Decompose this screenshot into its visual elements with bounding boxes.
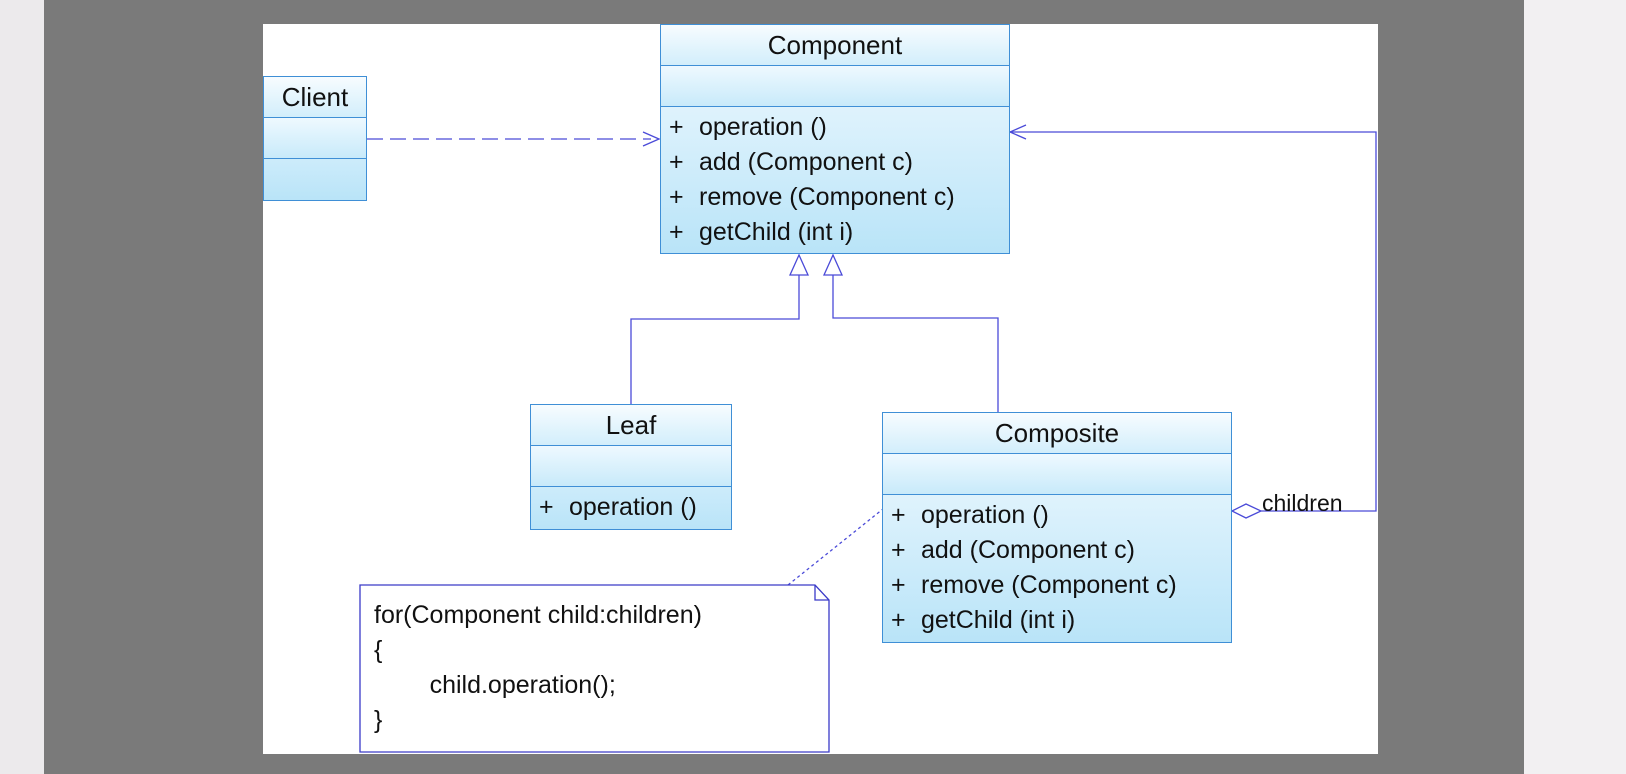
composite-class-name: Composite (883, 413, 1231, 454)
association-label: children (1262, 490, 1343, 516)
composite-generalization-line (832, 274, 999, 412)
leaf-operations: +operation () (531, 487, 731, 525)
leaf-generalization-triangle (788, 253, 810, 276)
leaf-class-name: Leaf (531, 405, 731, 446)
component-operation: +getChild (int i) (669, 218, 854, 246)
composite-operation: +operation () (891, 501, 1049, 529)
composite-operation: +add (Component c) (891, 536, 1136, 564)
diagram-canvas: Client Component +operation () +add (Com… (263, 24, 1378, 754)
note-line: for(Component child:children) (374, 601, 702, 629)
composite-class[interactable]: Composite +operation () +add (Component … (882, 412, 1232, 643)
composite-operation: +getChild (int i) (891, 606, 1076, 634)
right-sidebar-strip (1524, 0, 1626, 774)
composite-generalization-triangle (822, 253, 844, 276)
note-line: } (374, 706, 383, 734)
component-operation: +operation () (669, 113, 827, 141)
aggregation-diamond (1230, 503, 1263, 519)
code-note[interactable]: for(Component child:children) { child.op… (360, 584, 828, 752)
composite-attributes (883, 454, 1231, 495)
client-class-name: Client (264, 77, 366, 118)
component-operation: +remove (Component c) (669, 183, 955, 211)
note-line: { (374, 636, 383, 664)
leaf-attributes (531, 446, 731, 487)
composite-operations: +operation () +add (Component c) +remove… (883, 495, 1231, 638)
aggregation-line (1010, 131, 1377, 512)
dependency-arrowhead (642, 131, 661, 147)
leaf-class[interactable]: Leaf +operation () (530, 404, 732, 530)
note-anchor-line (787, 504, 889, 586)
component-class-name: Component (661, 25, 1009, 66)
aggregation-arrowhead (1008, 124, 1027, 140)
component-operations: +operation () +add (Component c) +remove… (661, 107, 1009, 250)
component-operation: +add (Component c) (669, 148, 914, 176)
leaf-operation: +operation () (539, 493, 697, 521)
client-class[interactable]: Client (263, 76, 367, 201)
note-line: child.operation(); (374, 671, 616, 699)
leaf-generalization-line (630, 274, 800, 404)
relationship-lines (359, 124, 1377, 753)
composite-operation: +remove (Component c) (891, 571, 1177, 599)
component-class[interactable]: Component +operation () +add (Component … (660, 24, 1010, 254)
note-outline (359, 584, 830, 753)
client-attributes (264, 118, 366, 159)
component-attributes (661, 66, 1009, 107)
note-fold (814, 585, 829, 601)
